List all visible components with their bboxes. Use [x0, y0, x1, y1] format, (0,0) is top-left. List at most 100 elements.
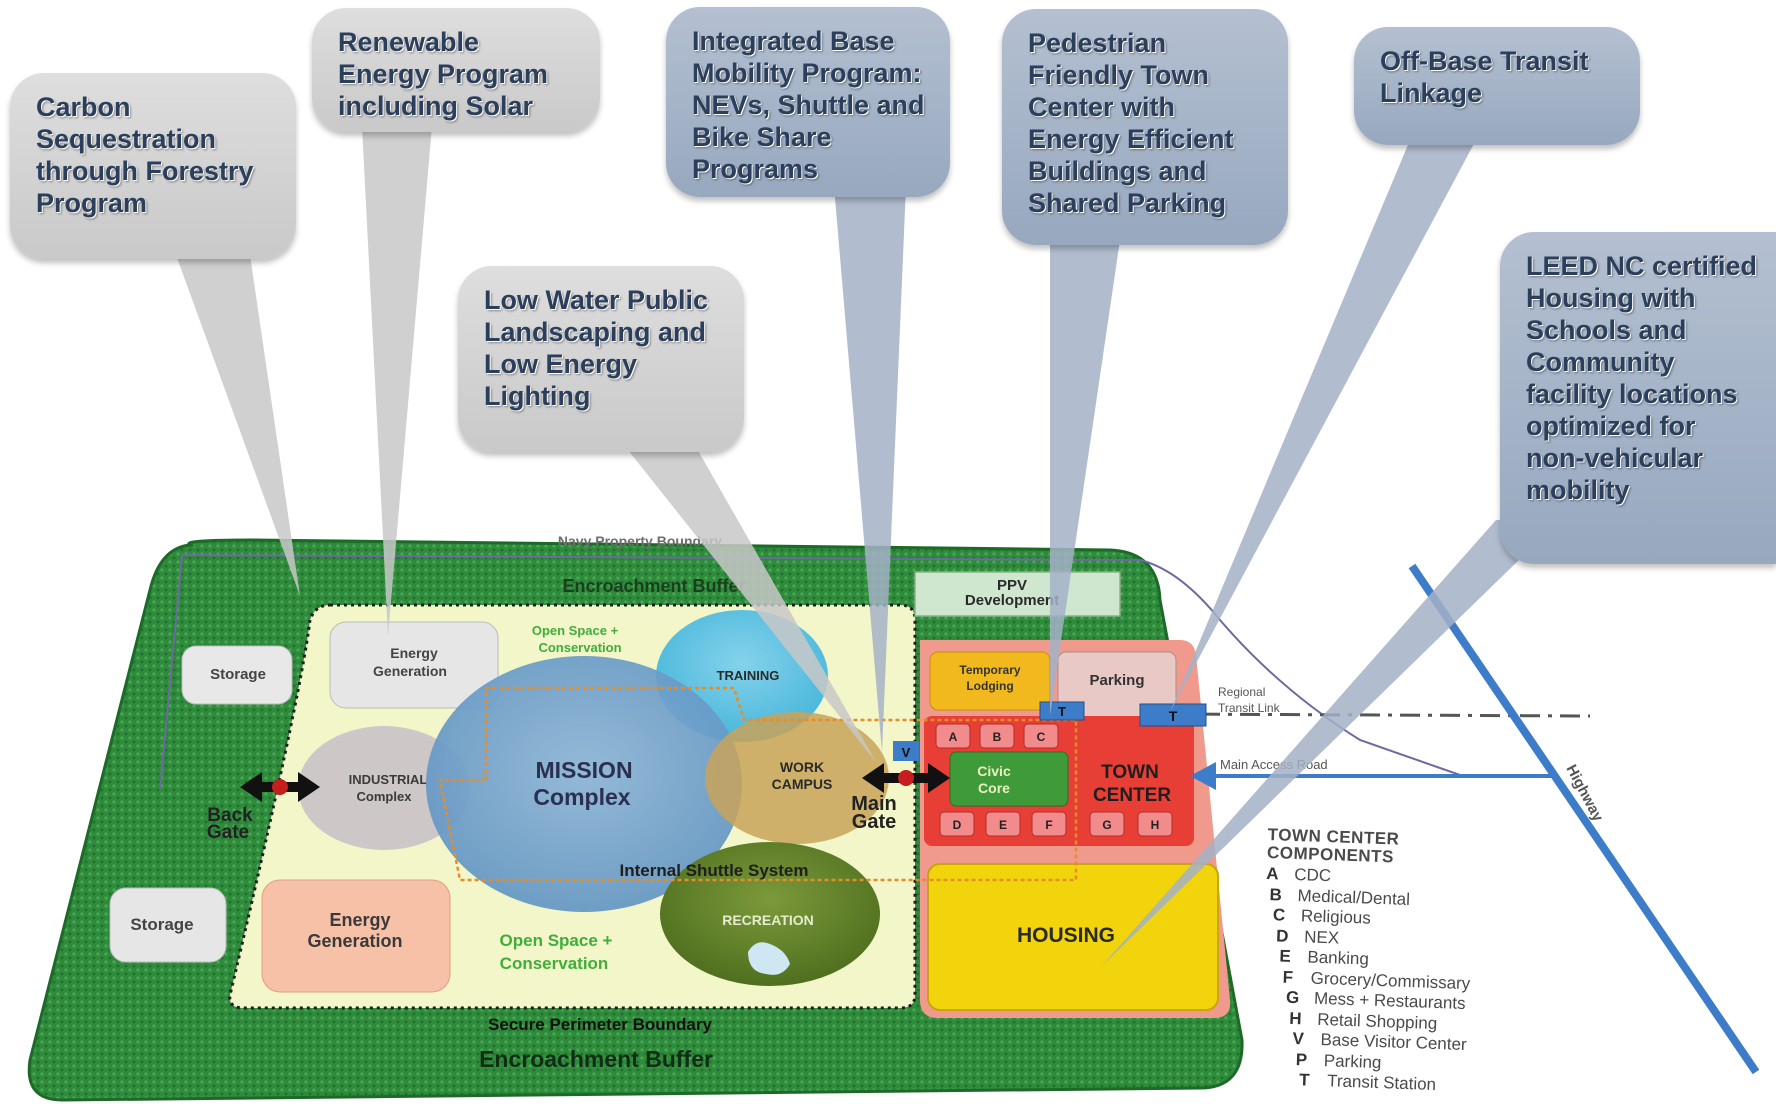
recreation-pond	[748, 942, 790, 975]
callout-carbon-sequestration: Carbon Sequestration through Forestry Pr…	[10, 73, 296, 259]
pedestrian-pointer	[1050, 240, 1120, 716]
civic-core	[949, 751, 1069, 807]
town-block-label: D	[953, 818, 962, 832]
legend-key: C	[1272, 905, 1286, 925]
shuttle-label: Internal Shuttle System	[620, 861, 809, 880]
town-block-1	[985, 811, 1021, 837]
legend-label: NEX	[1303, 926, 1340, 948]
main-gate-label-1: Main	[851, 793, 897, 815]
legend-label: Transit Station	[1326, 1071, 1437, 1095]
callout-leed-housing: LEED NC certified Housing with Schools a…	[1500, 232, 1776, 564]
open-space-top-label-1: Open Space +	[532, 623, 619, 638]
civic-core-label-1: Civic	[977, 763, 1011, 779]
main-gate-label-2: Gate	[852, 811, 896, 833]
legend-key: H	[1288, 1008, 1302, 1028]
callout-pointers	[176, 126, 1560, 968]
storage-bottom-label: Storage	[130, 915, 193, 934]
legend-key: A	[1266, 863, 1279, 884]
renewable-pointer	[362, 126, 432, 636]
town-block-label: G	[1102, 818, 1111, 832]
leed-pointer	[1100, 520, 1560, 968]
regional-transit-station-marker	[1139, 703, 1207, 727]
ppv-development	[914, 571, 1121, 617]
parking-label: Parking	[1089, 672, 1144, 689]
legend-key: P	[1295, 1049, 1308, 1070]
highway	[1408, 563, 1760, 1075]
buffer-bottom-label: Encroachment Buffer	[479, 1046, 713, 1072]
visitor-center-marker	[893, 741, 919, 761]
legend-label: CDC	[1293, 864, 1332, 886]
town-center-label-1: TOWN	[1101, 762, 1159, 783]
regional-transit-label-1: Regional	[1218, 685, 1265, 699]
storage-top	[181, 645, 293, 705]
energy-top-label-1: Energy	[390, 645, 438, 661]
open-space-bottom-label-1: Open Space +	[500, 931, 613, 950]
recreation-label: RECREATION	[722, 912, 814, 928]
town-block-4	[1137, 811, 1173, 837]
work-campus-label-1: WORK	[780, 759, 824, 775]
legend-key: B	[1269, 884, 1283, 905]
storage-top-label: Storage	[210, 666, 266, 683]
industrial-circle	[298, 726, 470, 850]
carbon-pointer	[176, 255, 300, 596]
mission-label-2: Complex	[533, 784, 630, 810]
secure-perimeter-label: Secure Perimeter Boundary	[488, 1015, 712, 1034]
callout-low-water-landscaping: Low Water Public Landscaping and Low Ene…	[458, 266, 744, 452]
mobility-pointer	[834, 186, 906, 752]
main-access-road-arrow	[1190, 762, 1216, 790]
callout-integrated-mobility: Integrated Base Mobility Program: NEVs, …	[666, 7, 950, 197]
callout-pedestrian-town-center: Pedestrian Friendly Town Center with Ene…	[1002, 9, 1288, 245]
housing-block	[927, 863, 1219, 1011]
housing-label: HOUSING	[1017, 924, 1115, 947]
energy-bottom-label-2: Generation	[307, 931, 402, 951]
ppv-label-2: Development	[965, 592, 1059, 609]
temp-lodging-label-2: Lodging	[966, 679, 1013, 693]
open-space-bottom-label-2: Conservation	[500, 954, 609, 973]
town-block-3	[1089, 811, 1125, 837]
storage-bottom	[109, 887, 227, 963]
work-campus-label-2: CAMPUS	[772, 776, 833, 792]
legend-label: Medical/Dental	[1297, 885, 1411, 909]
town-block-0	[935, 723, 971, 749]
mission-complex-circle	[426, 656, 742, 912]
back-gate-marker	[240, 772, 320, 802]
legend-key: V	[1292, 1028, 1305, 1049]
town-center-label-2: CENTER	[1093, 785, 1171, 806]
legend-label: Banking	[1307, 947, 1370, 969]
back-gate-label-1: Back	[207, 805, 253, 826]
legend-key: E	[1279, 946, 1292, 966]
energy-bottom-label-1: Energy	[329, 910, 390, 930]
town-block-0	[939, 811, 975, 837]
town-block-label: F	[1045, 818, 1052, 832]
callout-renewable-energy: Renewable Energy Program including Solar	[312, 8, 600, 132]
buffer-top-label: Encroachment Buffer	[562, 576, 745, 596]
legend-key: T	[1298, 1070, 1310, 1090]
callout-off-base-transit: Off-Base Transit Linkage	[1354, 27, 1640, 145]
main-gate-marker	[862, 763, 950, 793]
town-block-2	[1023, 723, 1059, 749]
town-block-label: A	[949, 730, 958, 744]
legend-label: Parking	[1323, 1050, 1382, 1072]
industrial-label-1: INDUSTRIAL	[349, 772, 428, 787]
legend-key: G	[1285, 987, 1300, 1008]
work-campus-circle	[705, 712, 889, 844]
training-label: TRAINING	[717, 668, 780, 683]
energy-top-label-2: Generation	[373, 663, 447, 679]
navy-boundary-label: Navy Property Boundary	[558, 533, 722, 549]
temp-lodging-label-1: Temporary	[959, 663, 1020, 677]
regional-transit-label-2: Transit Link	[1218, 701, 1281, 715]
town-block-1	[979, 723, 1015, 749]
civic-core-label-2: Core	[978, 780, 1010, 796]
legend-label: Religious	[1300, 906, 1372, 928]
energy-generation-top	[329, 621, 499, 709]
town-block-2	[1031, 811, 1067, 837]
town-block-label: B	[993, 730, 1002, 744]
mission-label-1: MISSION	[535, 757, 632, 783]
lowwater-pointer	[620, 440, 876, 762]
energy-generation-bottom	[261, 879, 451, 993]
